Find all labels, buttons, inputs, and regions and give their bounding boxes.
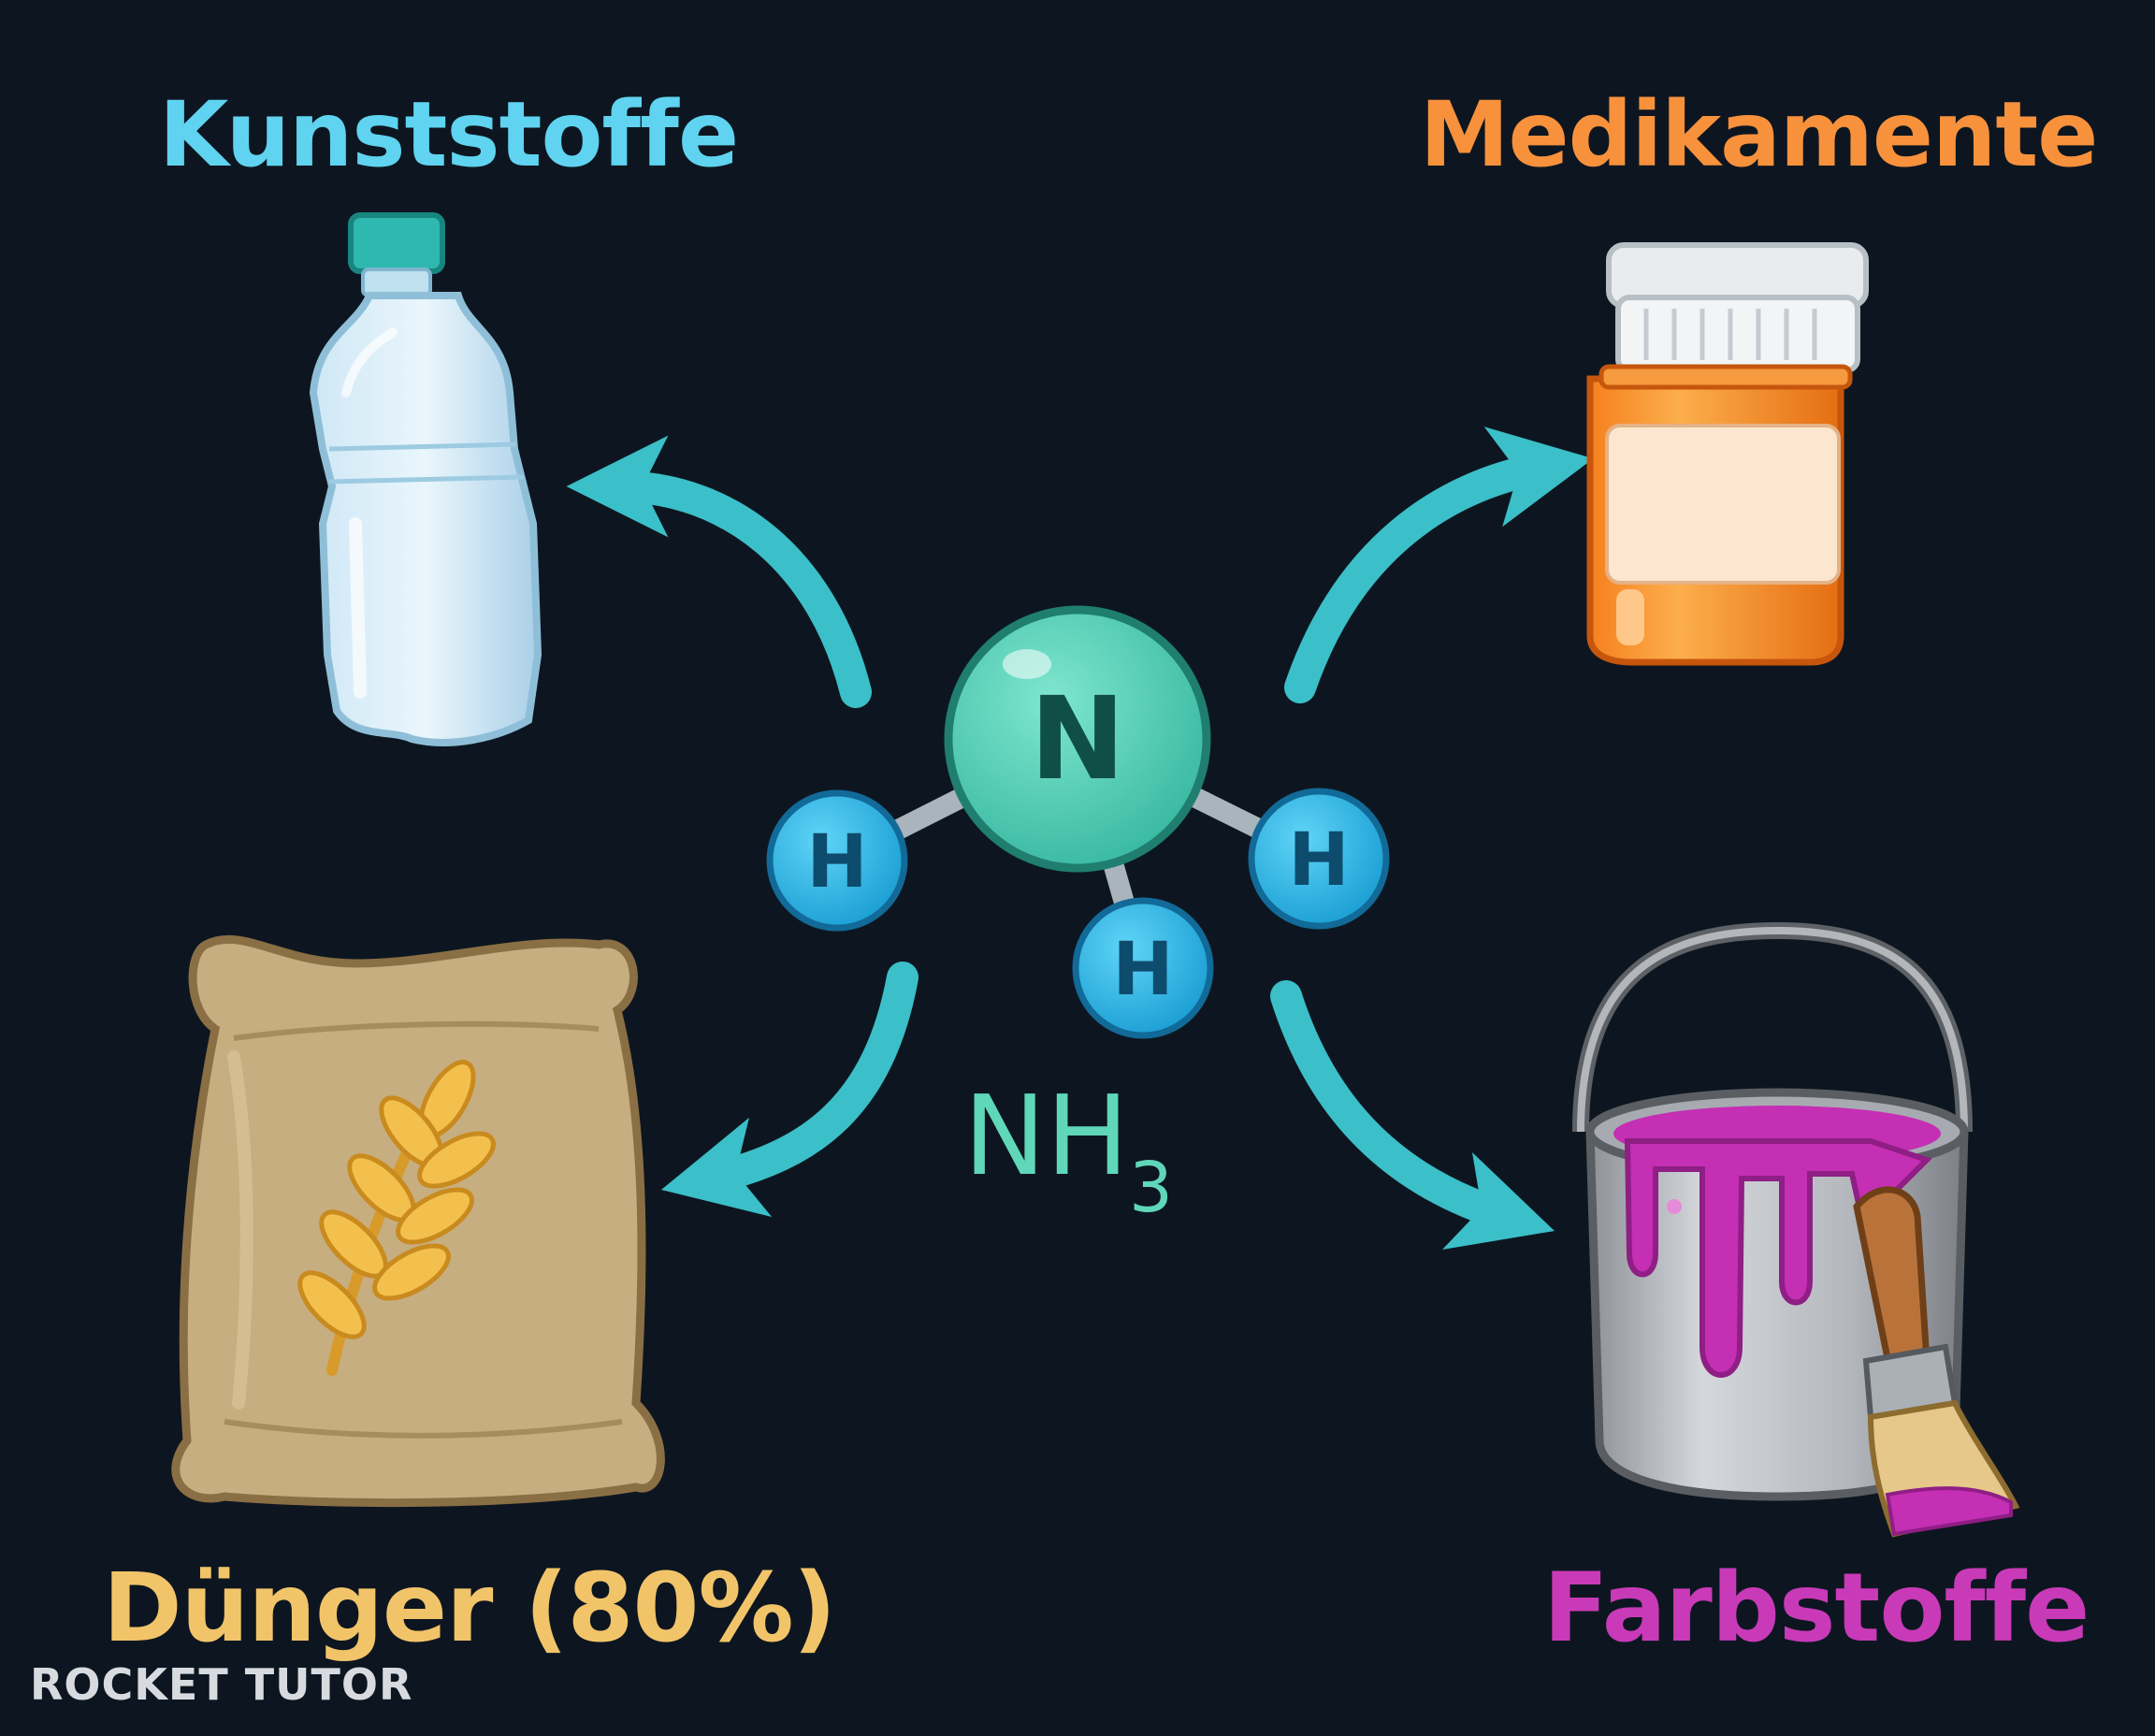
- hydrogen-symbol-left: H: [806, 820, 867, 904]
- arrows: [566, 427, 1594, 1250]
- wheat-icon: [297, 1060, 496, 1376]
- ammonia-molecule: N H H H: [766, 605, 1390, 1039]
- arrow-to-medikamente: [1284, 427, 1594, 703]
- hydrogen-symbol-right: H: [1288, 818, 1349, 903]
- arrow-to-duenger: [660, 962, 918, 1217]
- label-medikamente: Medikamente: [1420, 82, 2098, 187]
- hydrogen-symbol-bottom: H: [1112, 928, 1173, 1012]
- plastic-bottle-icon: [309, 212, 542, 746]
- hydrogen-atom-bottom: [1072, 897, 1214, 1039]
- formula-main: NH: [963, 1071, 1129, 1200]
- label-kunststoffe: Kunststoffe: [159, 82, 739, 187]
- arrow-to-kunststoffe: [566, 435, 872, 708]
- hydrogen-atom-left: [766, 789, 908, 932]
- label-duenger: Dünger (80%): [103, 1553, 836, 1664]
- paintbrush-icon: [1853, 1186, 2020, 1538]
- nitrogen-symbol: N: [1030, 673, 1125, 805]
- pill-bottle-icon: [1586, 242, 1869, 666]
- label-farbstoffe: Farbstoffe: [1543, 1553, 2090, 1664]
- brand-logo: ROCKET TUTOR: [30, 1659, 413, 1710]
- hydrogen-atom-right: [1248, 788, 1390, 930]
- arrow-to-farbstoffe: [1270, 980, 1555, 1250]
- chemical-formula: NH3: [963, 1071, 1173, 1228]
- formula-subscript: 3: [1129, 1148, 1174, 1228]
